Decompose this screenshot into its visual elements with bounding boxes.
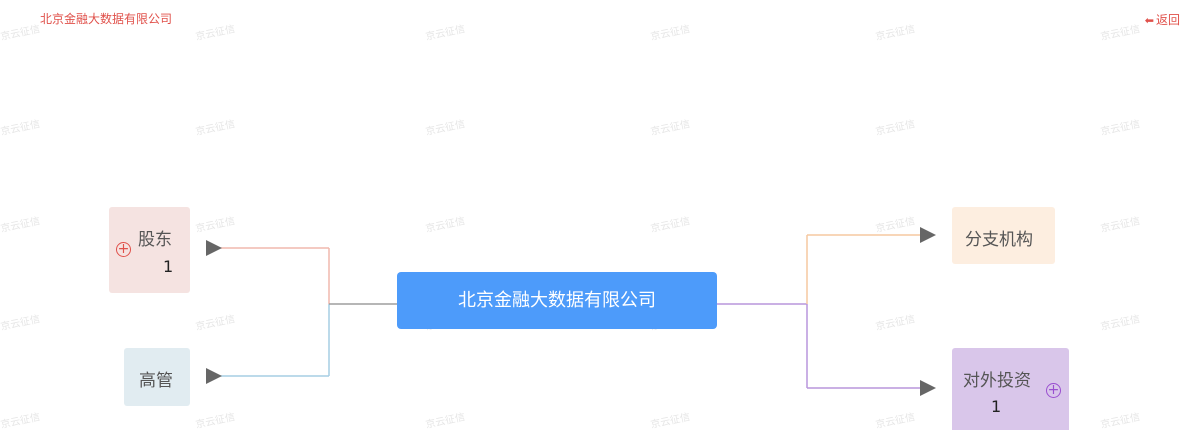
node-branch[interactable]: 分支机构 (952, 207, 1055, 264)
expand-plus-icon[interactable]: + (1046, 382, 1061, 398)
arrow-branch-icon (920, 227, 936, 243)
arrow-shareholder-icon (206, 240, 222, 256)
node-shareholder-count: 1 (163, 257, 174, 276)
company-link[interactable]: 北京金融大数据有限公司 (40, 12, 173, 26)
node-shareholder[interactable]: + 股东 1 (109, 207, 190, 293)
back-arrow-icon: ⬅ (1144, 14, 1154, 27)
node-executive[interactable]: 高管 (124, 348, 190, 406)
arrow-investment-icon (920, 380, 936, 396)
expand-plus-icon[interactable]: + (116, 241, 131, 257)
node-executive-label: 高管 (139, 371, 173, 391)
node-branch-label: 分支机构 (965, 230, 1033, 250)
back-label: 返回 (1155, 13, 1180, 27)
node-investment[interactable]: 对外投资 1 + (952, 348, 1069, 430)
node-investment-count: 1 (991, 397, 1002, 416)
center-node[interactable]: 北京金融大数据有限公司 (397, 272, 717, 329)
node-investment-label: 对外投资 (963, 371, 1031, 391)
back-button[interactable]: ⬅返回 (1145, 11, 1180, 28)
node-shareholder-label: 股东 (138, 230, 172, 250)
arrow-executive-icon (206, 368, 222, 384)
